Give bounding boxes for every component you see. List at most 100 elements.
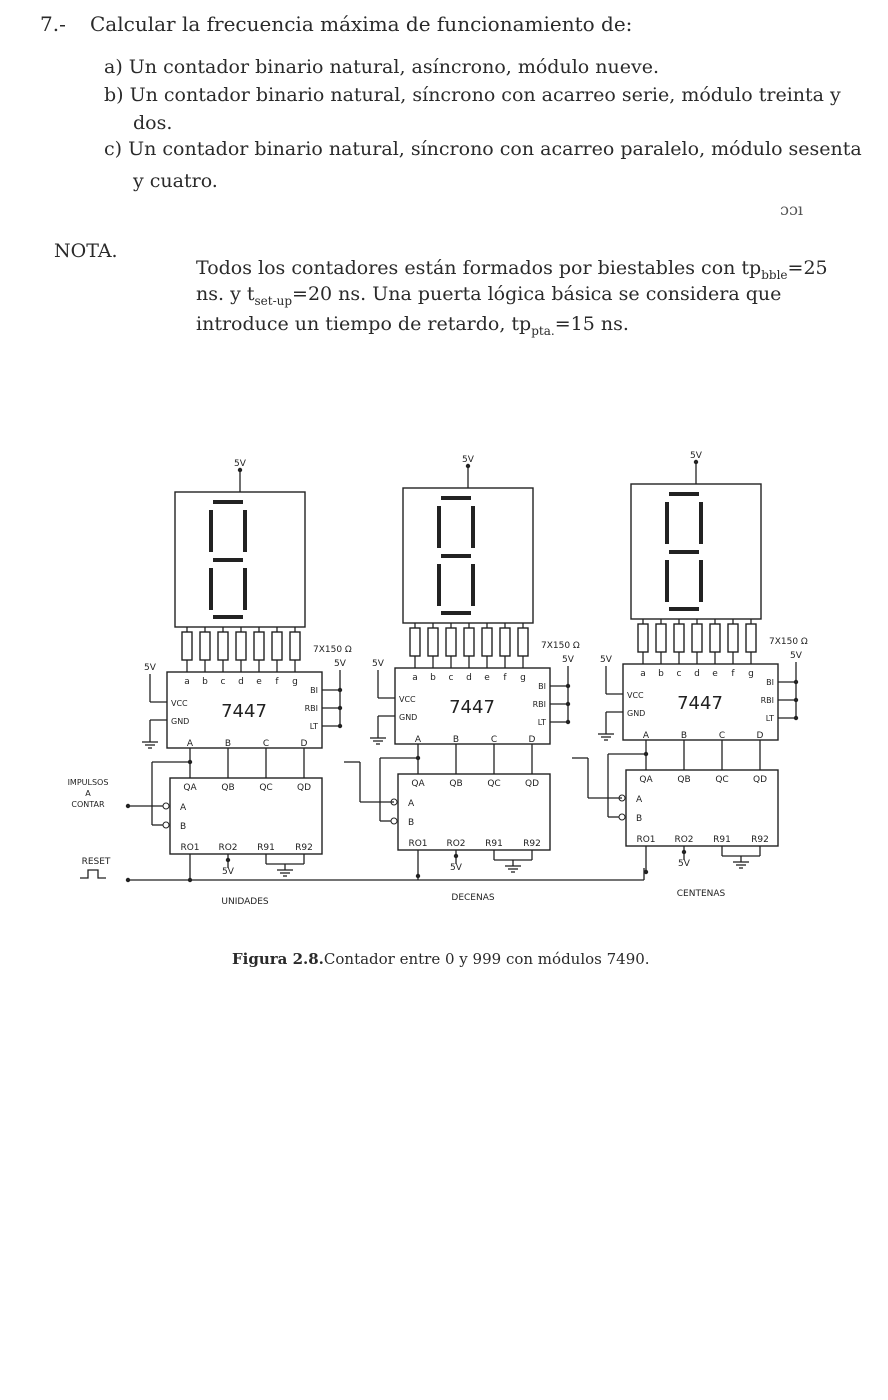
decoder-pin-label: GND bbox=[171, 717, 189, 726]
counter-pin-label: QB bbox=[449, 779, 462, 789]
counter-pin-label: B bbox=[636, 814, 642, 824]
decoder-pin-label: f bbox=[503, 673, 507, 683]
counter-7490 bbox=[397, 773, 551, 851]
resistor bbox=[517, 627, 529, 657]
junction-dot bbox=[415, 755, 421, 761]
decoder-pin-label: c bbox=[677, 669, 682, 679]
seven-segment-display bbox=[630, 483, 762, 620]
counter-7490 bbox=[169, 777, 323, 855]
decoder-pin-label: D bbox=[301, 739, 308, 749]
decoder-pin-label: e bbox=[256, 677, 262, 687]
counter-pin-label: QD bbox=[753, 775, 767, 785]
vcc-supply-label: 5V bbox=[600, 655, 613, 665]
stage-label: CENTENAS bbox=[677, 889, 726, 899]
display-supply-label: 5V bbox=[690, 451, 703, 461]
counter-pin-label: R91 bbox=[713, 835, 731, 845]
decoder-pin-label: VCC bbox=[171, 699, 188, 708]
seven-segment-display bbox=[174, 491, 306, 628]
decoder-pin-label: BI bbox=[766, 678, 774, 687]
counter-7490 bbox=[625, 769, 779, 847]
decoder-pin-label: e bbox=[712, 669, 718, 679]
decoder-pin-label: f bbox=[275, 677, 279, 687]
decoder-name: 7447 bbox=[221, 701, 267, 722]
counter-pin-label: RO2 bbox=[218, 843, 237, 853]
decoder-pin-label: b bbox=[430, 673, 436, 683]
counter-pin-label: QA bbox=[411, 779, 425, 789]
decoder-pin-label: f bbox=[731, 669, 735, 679]
vcc-supply-label: 5V bbox=[144, 663, 157, 673]
resistor-label: 7X150 Ω bbox=[769, 637, 808, 647]
item-b: b) Un contador binario natural, síncrono… bbox=[104, 84, 841, 106]
bi-supply-label: 5V bbox=[334, 659, 347, 669]
vcc-supply-label: 5V bbox=[372, 659, 385, 669]
resistor bbox=[235, 631, 247, 661]
decoder-name: 7447 bbox=[677, 693, 723, 714]
bi-supply-label: 5V bbox=[790, 651, 803, 661]
decoder-pin-label: GND bbox=[399, 713, 417, 722]
nota-line-1: Todos los contadores están formados por … bbox=[196, 257, 828, 282]
junction-dot bbox=[681, 849, 687, 855]
junction-dot bbox=[565, 701, 571, 707]
bi-supply-label: 5V bbox=[562, 655, 575, 665]
resistor bbox=[673, 623, 685, 653]
resistor bbox=[181, 631, 193, 661]
exercise-number: 7.- bbox=[40, 12, 66, 36]
decoder-pin-label: d bbox=[694, 669, 700, 679]
junction-dot bbox=[337, 687, 343, 693]
counter-pin-label: QD bbox=[525, 779, 539, 789]
counter-pin-label: B bbox=[408, 818, 414, 828]
reset-label: RESET bbox=[82, 857, 111, 867]
item-c: c) Un contador binario natural, síncrono… bbox=[104, 138, 862, 160]
junction-dot bbox=[793, 715, 799, 721]
counter-pin-label: R92 bbox=[295, 843, 313, 853]
decoder-pin-label: b bbox=[202, 677, 208, 687]
decoder-pin-label: c bbox=[449, 673, 454, 683]
resistor bbox=[727, 623, 739, 653]
item-a: a) Un contador binario natural, asíncron… bbox=[104, 56, 659, 78]
resistor bbox=[745, 623, 757, 653]
decoder-pin-label: A bbox=[415, 735, 422, 745]
input-label: CONTAR bbox=[71, 800, 105, 809]
resistor bbox=[499, 627, 511, 657]
clock-bubble bbox=[618, 813, 626, 821]
display-supply-label: 5V bbox=[462, 455, 475, 465]
decoder-pin-label: c bbox=[221, 677, 226, 687]
decoder-7447 bbox=[394, 667, 551, 745]
counter-pin-label: QB bbox=[677, 775, 690, 785]
counter-pin-label: RO2 bbox=[674, 835, 693, 845]
nota-label: NOTA. bbox=[54, 240, 118, 262]
seven-segment-display bbox=[402, 487, 534, 624]
decoder-pin-label: VCC bbox=[399, 695, 416, 704]
decoder-pin-label: g bbox=[520, 673, 526, 683]
decoder-pin-label: d bbox=[466, 673, 472, 683]
stage-label: DECENAS bbox=[451, 893, 494, 903]
junction-dot bbox=[187, 759, 193, 765]
clock-bubble bbox=[162, 821, 170, 829]
item-c-continuation: y cuatro. bbox=[133, 170, 218, 192]
page-mark: ɔɔı bbox=[780, 200, 804, 219]
counter-pin-label: R91 bbox=[485, 839, 503, 849]
junction-dot bbox=[565, 683, 571, 689]
decoder-pin-label: a bbox=[412, 673, 418, 683]
junction-dot bbox=[643, 869, 649, 875]
decoder-pin-label: LT bbox=[766, 714, 774, 723]
resistor bbox=[199, 631, 211, 661]
counter-pin-label: R92 bbox=[523, 839, 541, 849]
decoder-pin-label: VCC bbox=[627, 691, 644, 700]
decoder-pin-label: C bbox=[491, 735, 497, 745]
exercise-prompt: Calcular la frecuencia máxima de funcion… bbox=[90, 12, 633, 36]
junction-dot bbox=[793, 697, 799, 703]
resistor bbox=[481, 627, 493, 657]
counter-pin-label: QD bbox=[297, 783, 311, 793]
counter-pin-label: A bbox=[636, 795, 643, 805]
junction-dot bbox=[237, 467, 243, 473]
resistor bbox=[409, 627, 421, 657]
counter-pin-label: B bbox=[180, 822, 186, 832]
junction-dot bbox=[337, 723, 343, 729]
decoder-pin-label: GND bbox=[627, 709, 645, 718]
decoder-pin-label: a bbox=[640, 669, 646, 679]
decoder-pin-label: C bbox=[719, 731, 725, 741]
resistor bbox=[217, 631, 229, 661]
